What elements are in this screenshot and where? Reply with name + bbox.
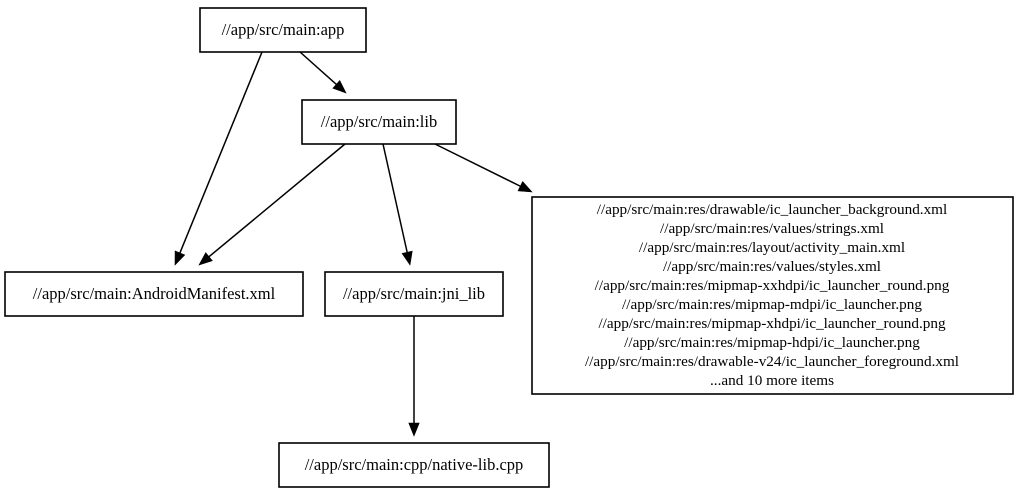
node-label: //app/src/main:cpp/native-lib.cpp [305, 455, 524, 474]
node-box[interactable] [4, 271, 304, 317]
node-label: //app/src/main:lib [321, 112, 437, 131]
node-android-manifest[interactable]: //app/src/main:AndroidManifest.xml [4, 271, 304, 317]
node-label: //app/src/main:app [222, 20, 345, 39]
node-box[interactable] [199, 7, 367, 53]
resource-line: //app/src/main:res/mipmap-xhdpi/ic_launc… [598, 315, 946, 332]
node-resources-group[interactable]: //app/src/main:res/drawable/ic_launcher_… [531, 196, 1014, 395]
arrowhead-icon [517, 181, 533, 193]
resource-line: ...and 10 more items [710, 372, 834, 389]
edge-line [299, 51, 339, 87]
edge-app-to-lib [299, 51, 347, 94]
node-box[interactable] [278, 442, 550, 488]
edge-line [434, 143, 523, 188]
arrowhead-icon [332, 79, 347, 94]
edge-lib-to-manifest [198, 143, 346, 266]
node-label: //app/src/main:jni_lib [343, 284, 485, 303]
resource-line: //app/src/main:res/mipmap-hdpi/ic_launch… [624, 334, 920, 351]
node-box[interactable] [531, 196, 1014, 395]
edge-lib-to-resources [434, 143, 533, 193]
arrowhead-icon [408, 422, 420, 437]
arrowhead-icon [198, 252, 213, 266]
node-native-lib-cpp[interactable]: //app/src/main:cpp/native-lib.cpp [278, 442, 550, 488]
resource-line: //app/src/main:res/drawable-v24/ic_launc… [585, 353, 959, 370]
edge-line [206, 143, 346, 259]
resource-line: //app/src/main:res/values/styles.xml [663, 258, 881, 275]
resource-line: //app/src/main:res/layout/activity_main.… [639, 239, 905, 256]
arrowhead-icon [401, 250, 413, 266]
node-label: //app/src/main:AndroidManifest.xml [33, 284, 276, 303]
node-app[interactable]: //app/src/main:app [199, 7, 367, 53]
node-resources-lines: //app/src/main:res/drawable/ic_launcher_… [585, 201, 959, 389]
resource-line: //app/src/main:res/drawable/ic_launcher_… [597, 201, 947, 218]
nodes-layer: //app/src/main:app //app/src/main:lib //… [4, 7, 1014, 488]
edge-jni-lib-to-native-lib [408, 316, 420, 437]
node-box[interactable] [324, 271, 504, 317]
arrowhead-icon [174, 250, 186, 266]
edge-app-to-manifest [174, 51, 263, 266]
resource-line: //app/src/main:res/values/strings.xml [660, 220, 884, 237]
node-box[interactable] [301, 99, 457, 145]
resource-line: //app/src/main:res/mipmap-mdpi/ic_launch… [622, 296, 922, 313]
resource-line: //app/src/main:res/mipmap-xxhdpi/ic_laun… [595, 277, 950, 294]
edge-line [178, 51, 263, 256]
edges-layer [174, 51, 533, 437]
node-lib[interactable]: //app/src/main:lib [301, 99, 457, 145]
edge-line [382, 143, 409, 255]
edge-lib-to-jni-lib [382, 143, 413, 266]
node-jni-lib[interactable]: //app/src/main:jni_lib [324, 271, 504, 317]
